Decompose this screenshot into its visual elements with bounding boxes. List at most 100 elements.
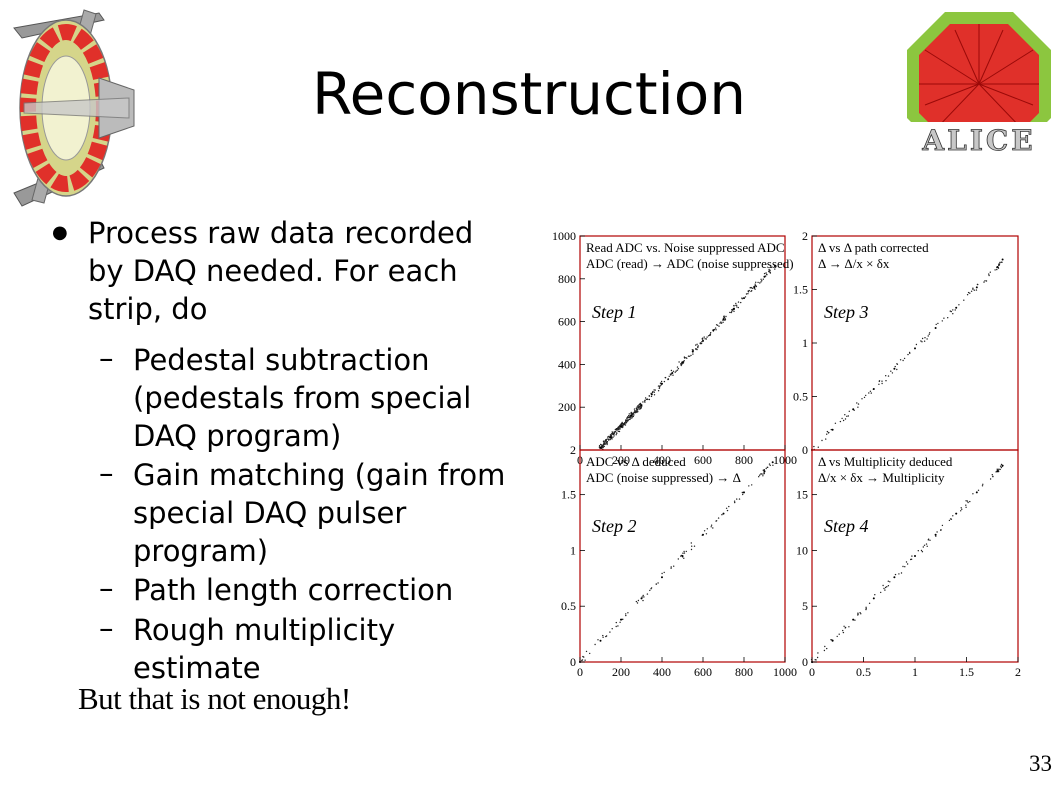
data-point [848, 410, 850, 412]
data-point [621, 421, 623, 424]
data-point [769, 464, 771, 467]
data-point [678, 361, 680, 363]
data-point [609, 631, 611, 633]
data-point [638, 406, 640, 408]
data-point [896, 363, 898, 365]
data-point [641, 596, 643, 598]
data-point [715, 520, 718, 522]
data-point [963, 299, 965, 301]
data-point [922, 546, 924, 548]
y-tick-label: 1 [570, 543, 576, 557]
data-point [762, 473, 764, 475]
data-point [730, 311, 732, 314]
data-point [834, 422, 837, 424]
data-point [996, 268, 998, 271]
data-point [868, 392, 870, 394]
data-point [826, 647, 828, 650]
data-point [620, 425, 622, 428]
data-point [609, 436, 612, 439]
data-point [868, 602, 871, 604]
data-point [709, 333, 712, 335]
data-point [661, 382, 663, 385]
data-point [657, 385, 660, 387]
data-point [902, 565, 904, 568]
data-point [894, 573, 897, 576]
data-point [1000, 466, 1003, 469]
data-point [883, 587, 885, 590]
data-point [706, 528, 708, 530]
data-point [625, 613, 627, 615]
data-point [650, 393, 653, 396]
data-point [762, 278, 764, 280]
data-point [710, 332, 712, 334]
data-point [757, 281, 759, 284]
data-point [645, 398, 648, 401]
data-point [617, 625, 619, 627]
data-point [633, 414, 635, 416]
data-point [721, 514, 723, 516]
panel-frame [579, 449, 786, 663]
data-point [618, 425, 620, 428]
data-point [628, 413, 630, 415]
x-tick-label: 0 [577, 665, 583, 679]
data-point [865, 608, 867, 611]
x-tick-label: 200 [612, 453, 630, 467]
data-point [906, 563, 909, 565]
data-point [651, 391, 654, 394]
data-point [826, 433, 828, 435]
data-point [972, 287, 974, 289]
y-tick-label: 0 [802, 443, 808, 457]
data-point [891, 372, 894, 374]
data-point [811, 661, 813, 663]
data-point [758, 474, 761, 476]
data-point [606, 442, 608, 444]
data-point [926, 545, 928, 547]
panel-legend-line: Δ → Δ/x × δx [818, 256, 890, 271]
data-point [680, 364, 682, 367]
data-point [929, 539, 931, 541]
data-point [743, 297, 745, 300]
panel-legend-line: ADC vs Δ deduced [586, 454, 686, 469]
data-point [854, 619, 856, 621]
data-point [705, 338, 707, 340]
data-point [657, 582, 659, 584]
data-point [857, 403, 860, 405]
data-point [610, 437, 612, 440]
data-point [579, 661, 581, 663]
data-point [860, 613, 862, 615]
x-tick-label: 0.5 [856, 665, 871, 679]
sub-bullet-multiplicity: – Rough multiplicity estimate [99, 611, 513, 687]
data-point [635, 600, 638, 603]
data-point [949, 310, 951, 312]
data-point [628, 414, 630, 417]
data-point [690, 354, 692, 357]
data-point [624, 420, 627, 422]
data-point [973, 289, 975, 291]
data-point [631, 417, 633, 419]
data-point [627, 612, 629, 614]
data-point [898, 573, 900, 575]
data-point [597, 639, 599, 641]
y-tick-label: 5 [802, 599, 808, 613]
data-point [697, 345, 699, 348]
data-point [760, 281, 762, 283]
data-point [637, 405, 639, 407]
data-point [672, 370, 675, 372]
sub-bullet-pedestal: – Pedestal subtraction (pedestals from s… [99, 341, 513, 455]
data-point [720, 322, 723, 324]
detector-logo-icon [13, 9, 135, 207]
data-point [821, 439, 823, 442]
data-point [637, 411, 639, 413]
data-point [607, 438, 610, 440]
data-point [887, 580, 889, 582]
data-point [758, 476, 760, 478]
data-point [668, 375, 670, 377]
data-point [816, 656, 819, 659]
sub-bullet-text: Pedestal subtraction (pedestals from spe… [133, 343, 472, 453]
data-point [760, 473, 762, 475]
panel-legend-line: Δ vs Δ path corrected [818, 240, 929, 255]
data-point [629, 418, 631, 421]
data-point [923, 544, 926, 546]
